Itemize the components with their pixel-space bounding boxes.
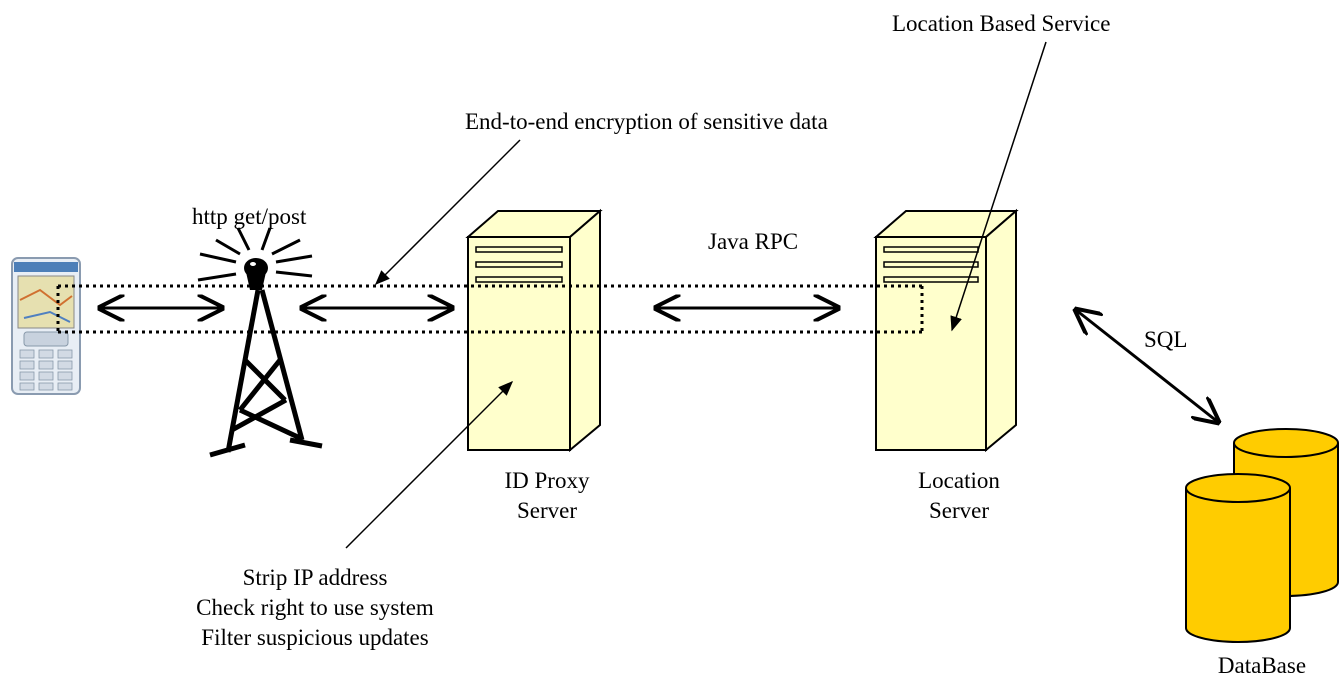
- location-server-label: Location Server: [894, 466, 1024, 526]
- encryption-label: End-to-end encryption of sensitive data: [465, 109, 828, 134]
- database-cylinders-icon: [1185, 428, 1339, 643]
- encryption-callout-arrow: [374, 139, 521, 286]
- lbs-callout-arrow: [950, 41, 1047, 332]
- proxy-duty-item: Strip IP address: [242, 565, 388, 590]
- database-label: DataBase: [1217, 653, 1307, 678]
- id-proxy-line-2: Server: [516, 498, 578, 523]
- encryption-tunnel: [56, 284, 924, 334]
- location-server-line-2: Server: [928, 498, 990, 523]
- location-server-line-1: Location: [918, 468, 1000, 493]
- sql-label: SQL: [1144, 327, 1188, 352]
- proxy-duties-list: Strip IP address Check right to use syst…: [160, 563, 470, 653]
- sql-arrow: [1076, 310, 1218, 422]
- http-label: http get/post: [192, 204, 307, 229]
- proxy-duty-item: Check right to use system: [196, 595, 434, 620]
- id-proxy-line-1: ID Proxy: [504, 468, 590, 493]
- radio-tower-icon: [197, 227, 323, 458]
- location-server-icon: [873, 208, 1019, 453]
- proxy-duty-item: Filter suspicious updates: [201, 625, 429, 650]
- mobile-phone-icon: [11, 257, 81, 395]
- id-proxy-server-label: ID Proxy Server: [482, 466, 612, 526]
- proxy-duties-callout-arrow: [345, 380, 514, 549]
- location-based-service-label: Location Based Service: [892, 11, 1111, 36]
- java-rpc-label: Java RPC: [708, 229, 799, 254]
